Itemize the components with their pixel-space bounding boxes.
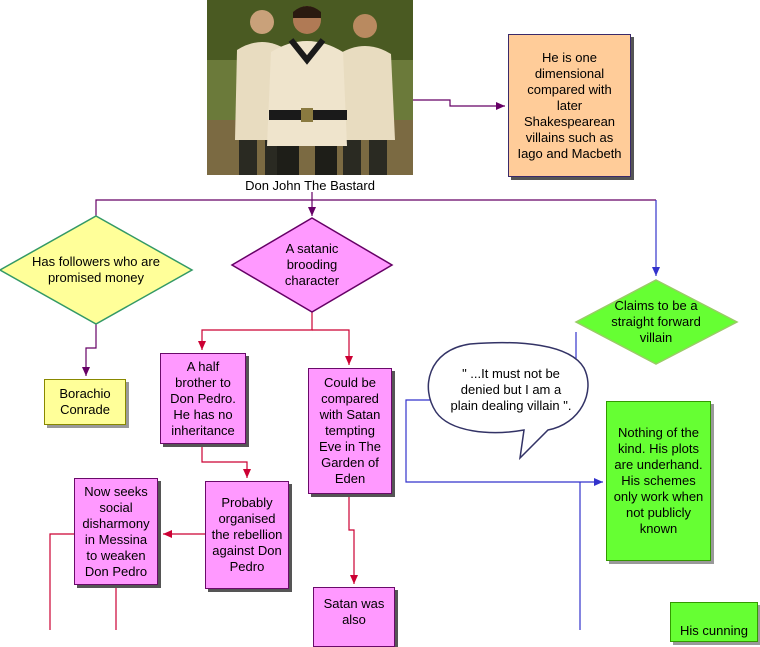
connectors-purple bbox=[82, 99, 656, 376]
connector-now-seeks-left bbox=[49, 533, 74, 630]
photo-caption: Don John The Bastard bbox=[245, 178, 375, 193]
nothing-of-the-kind-box: Nothing of the kind. His plots are under… bbox=[606, 401, 711, 561]
one-dimensional-box: He is one dimensional compared with late… bbox=[508, 34, 631, 177]
connector-satanic-to-satan bbox=[312, 329, 353, 365]
speech-bubble bbox=[427, 341, 589, 461]
borachio-conrade-box: Borachio Conrade bbox=[44, 379, 126, 425]
connectors-red bbox=[49, 312, 358, 630]
flowchart-canvas bbox=[0, 99, 739, 630]
satanic-label: A satanic brooding character bbox=[284, 241, 340, 288]
half-brother-box: A half brother to Don Pedro. He has no i… bbox=[160, 353, 246, 444]
diamond-followers bbox=[0, 215, 194, 325]
connector-photo-to-one-dimensional bbox=[413, 99, 505, 110]
diamond-satanic bbox=[230, 217, 394, 313]
connector-followers-to-borachio bbox=[82, 324, 97, 376]
quote-text: " ...It must not be denied but I am a pl… bbox=[450, 366, 572, 413]
connector-satanic-to-half-brother bbox=[198, 312, 313, 350]
diamond-claims bbox=[574, 279, 739, 365]
connector-quote-to-nothing bbox=[405, 399, 603, 486]
connector-half-brother-to-probably bbox=[201, 445, 251, 478]
satan-compared-box: Could be compared with Satan tempting Ev… bbox=[308, 368, 392, 494]
connector-caption-branch bbox=[95, 199, 656, 216]
satan-also-box: Satan was also bbox=[313, 587, 395, 647]
don-john-photo bbox=[207, 0, 413, 175]
don-john-photo-illustration bbox=[207, 0, 413, 175]
connector-satan-to-satan-also bbox=[348, 494, 358, 584]
probably-organised-box: Probably organised the rebellion against… bbox=[205, 481, 289, 589]
claims-label: Claims to be a straight forward villain bbox=[611, 298, 701, 345]
now-seeks-box: Now seeks social disharmony in Messina t… bbox=[74, 478, 158, 585]
his-cunning-box: His cunning bbox=[670, 602, 758, 642]
followers-label: Has followers who are promised money bbox=[32, 254, 160, 285]
